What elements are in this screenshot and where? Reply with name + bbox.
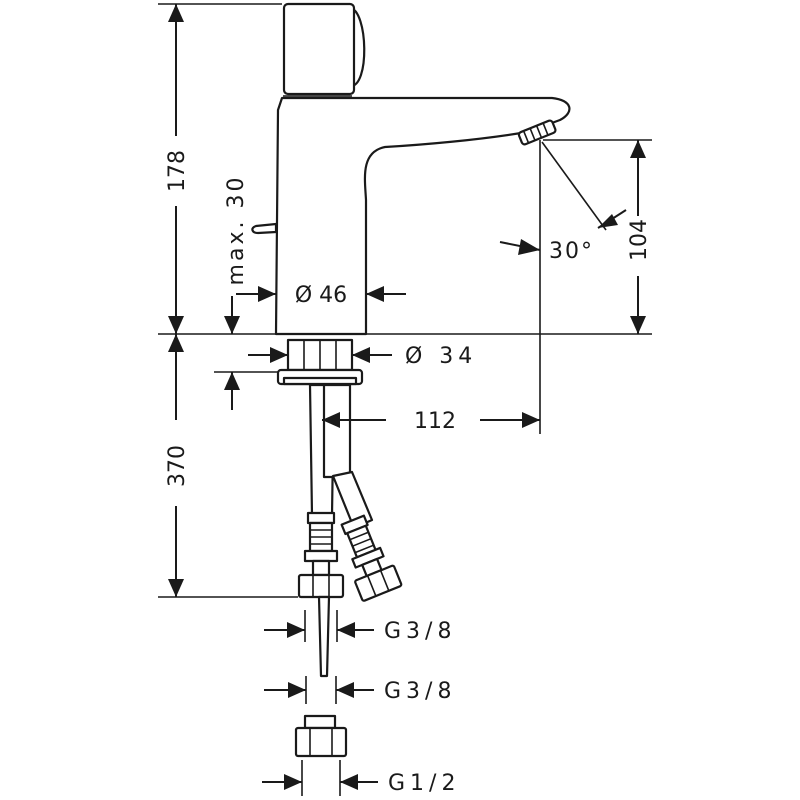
dimension-labels: 178 max. 30 Ø 46 Ø 34 104 30° 112 370 G3… [165,150,652,796]
faucet-drawing [251,2,571,758]
thread-size-3: G1/2 [388,771,460,796]
supply-hoses [297,383,403,602]
dimension-max-30: max. 30 [224,175,249,286]
faucet-body [274,96,571,336]
pull-rod [317,595,331,678]
dimension-projection: 112 [414,409,456,434]
thread-size-2: G3/8 [384,679,456,704]
dimension-spout-height: 104 [627,219,652,261]
dimension-diameter-body: Ø 46 [295,283,347,308]
thread-size-1: G3/8 [384,619,456,644]
mounting-shank [276,338,364,386]
dimension-hose-length: 370 [165,445,190,487]
dimension-lines [158,3,652,796]
connector-nut [294,714,348,758]
push-button-cap [282,2,366,97]
aerator [517,119,557,146]
drain-lever [251,222,278,235]
dimension-diameter-shank: Ø 34 [405,344,477,369]
dimension-spray-angle: 30° [549,239,594,264]
dimension-height-upper: 178 [165,150,190,192]
